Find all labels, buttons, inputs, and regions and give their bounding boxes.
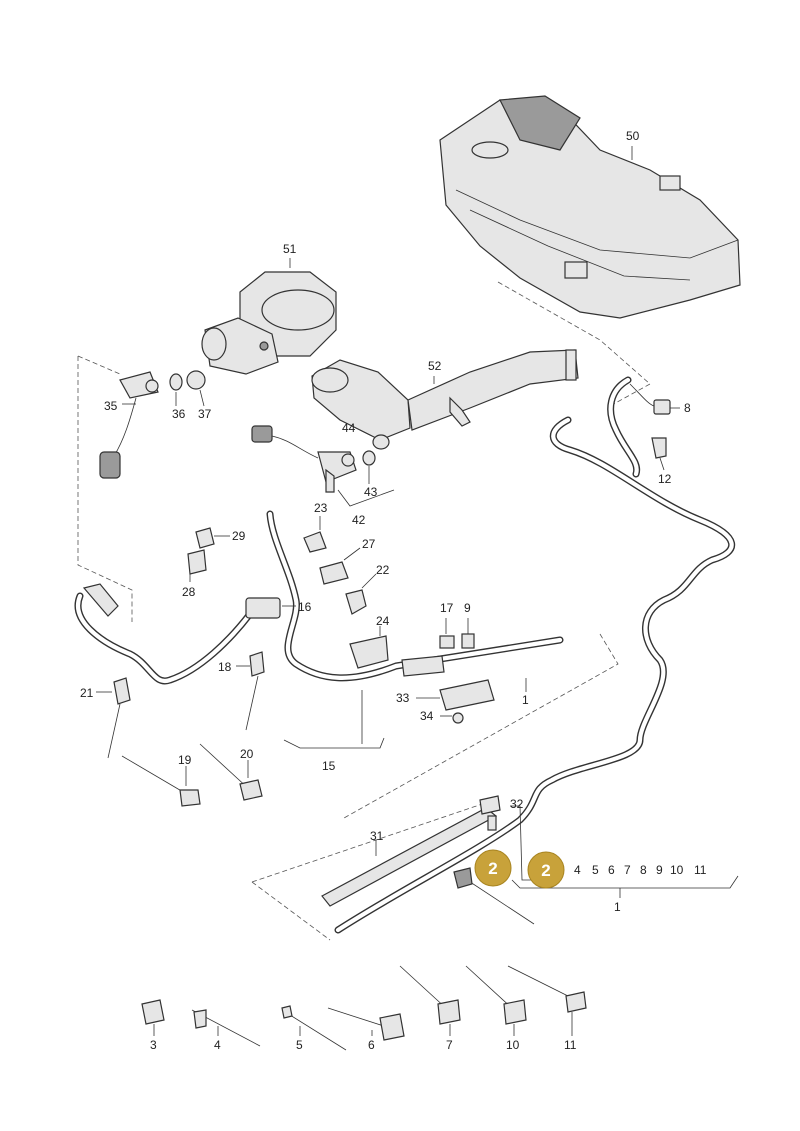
label-18: 18 <box>218 660 232 674</box>
label-27: 27 <box>362 537 376 551</box>
label-51: 51 <box>283 242 297 256</box>
label-31: 31 <box>370 829 384 843</box>
left-hose-network <box>74 510 564 749</box>
label-9: 9 <box>464 601 471 615</box>
label-8: 8 <box>684 401 691 415</box>
label-15: 15 <box>322 759 336 773</box>
bar-31-32-part <box>321 795 540 925</box>
label-24: 24 <box>376 614 390 628</box>
label-bottom-7: 7 <box>446 1038 453 1052</box>
label-43: 43 <box>364 485 378 499</box>
label-23: 23 <box>314 501 328 515</box>
callout-4: 4 <box>574 863 581 877</box>
label-44: 44 <box>342 421 356 435</box>
callout-11: 11 <box>694 863 707 877</box>
label-19: 19 <box>178 753 192 767</box>
callout-row: 4 5 6 7 8 9 10 11 <box>511 863 739 898</box>
exhaust-pipe-part <box>311 349 579 441</box>
label-bottom-4: 4 <box>214 1038 221 1052</box>
badge-2-left-text: 2 <box>488 859 497 878</box>
main-hose-line <box>334 416 735 934</box>
group-outlines <box>77 281 651 941</box>
callout-10: 10 <box>670 863 684 877</box>
label-21: 21 <box>80 686 94 700</box>
callout-8: 8 <box>640 863 647 877</box>
label-52: 52 <box>428 359 442 373</box>
label-32: 32 <box>510 797 524 811</box>
label-20: 20 <box>240 747 254 761</box>
label-1-upper: 1 <box>522 693 529 707</box>
label-bottom-3: 3 <box>150 1038 157 1052</box>
label-28: 28 <box>182 585 196 599</box>
label-29: 29 <box>232 529 246 543</box>
label-12: 12 <box>658 472 672 486</box>
brackets-cluster <box>187 516 527 724</box>
callout-9: 9 <box>656 863 663 877</box>
label-bottom-5: 5 <box>296 1038 303 1052</box>
callout-6: 6 <box>608 863 615 877</box>
label-bottom-10: 10 <box>506 1038 520 1052</box>
tank-part <box>439 95 741 319</box>
badge-2-right-text: 2 <box>541 861 550 880</box>
label-50: 50 <box>626 129 640 143</box>
label-37: 37 <box>198 407 212 421</box>
label-35: 35 <box>104 399 118 413</box>
label-34: 34 <box>420 709 434 723</box>
label-1-lower: 1 <box>614 900 621 914</box>
callout-5: 5 <box>592 863 599 877</box>
label-17: 17 <box>440 601 454 615</box>
sensor-42-part <box>251 425 395 507</box>
label-22: 22 <box>376 563 390 577</box>
converter-part <box>201 258 337 375</box>
label-bottom-11: 11 <box>564 1038 577 1052</box>
sensor-35-part <box>99 370 206 479</box>
badge-2-left: 2 <box>474 849 512 887</box>
badge-2-right: 2 <box>527 851 565 889</box>
label-bottom-6: 6 <box>368 1038 375 1052</box>
callout-7: 7 <box>624 863 631 877</box>
label-36: 36 <box>172 407 186 421</box>
bottom-clips-row <box>141 965 587 1051</box>
harness-8-12-part <box>607 376 680 478</box>
label-16: 16 <box>298 600 312 614</box>
clip-parts-mid <box>96 651 265 807</box>
label-33: 33 <box>396 691 410 705</box>
label-42: 42 <box>352 513 366 527</box>
